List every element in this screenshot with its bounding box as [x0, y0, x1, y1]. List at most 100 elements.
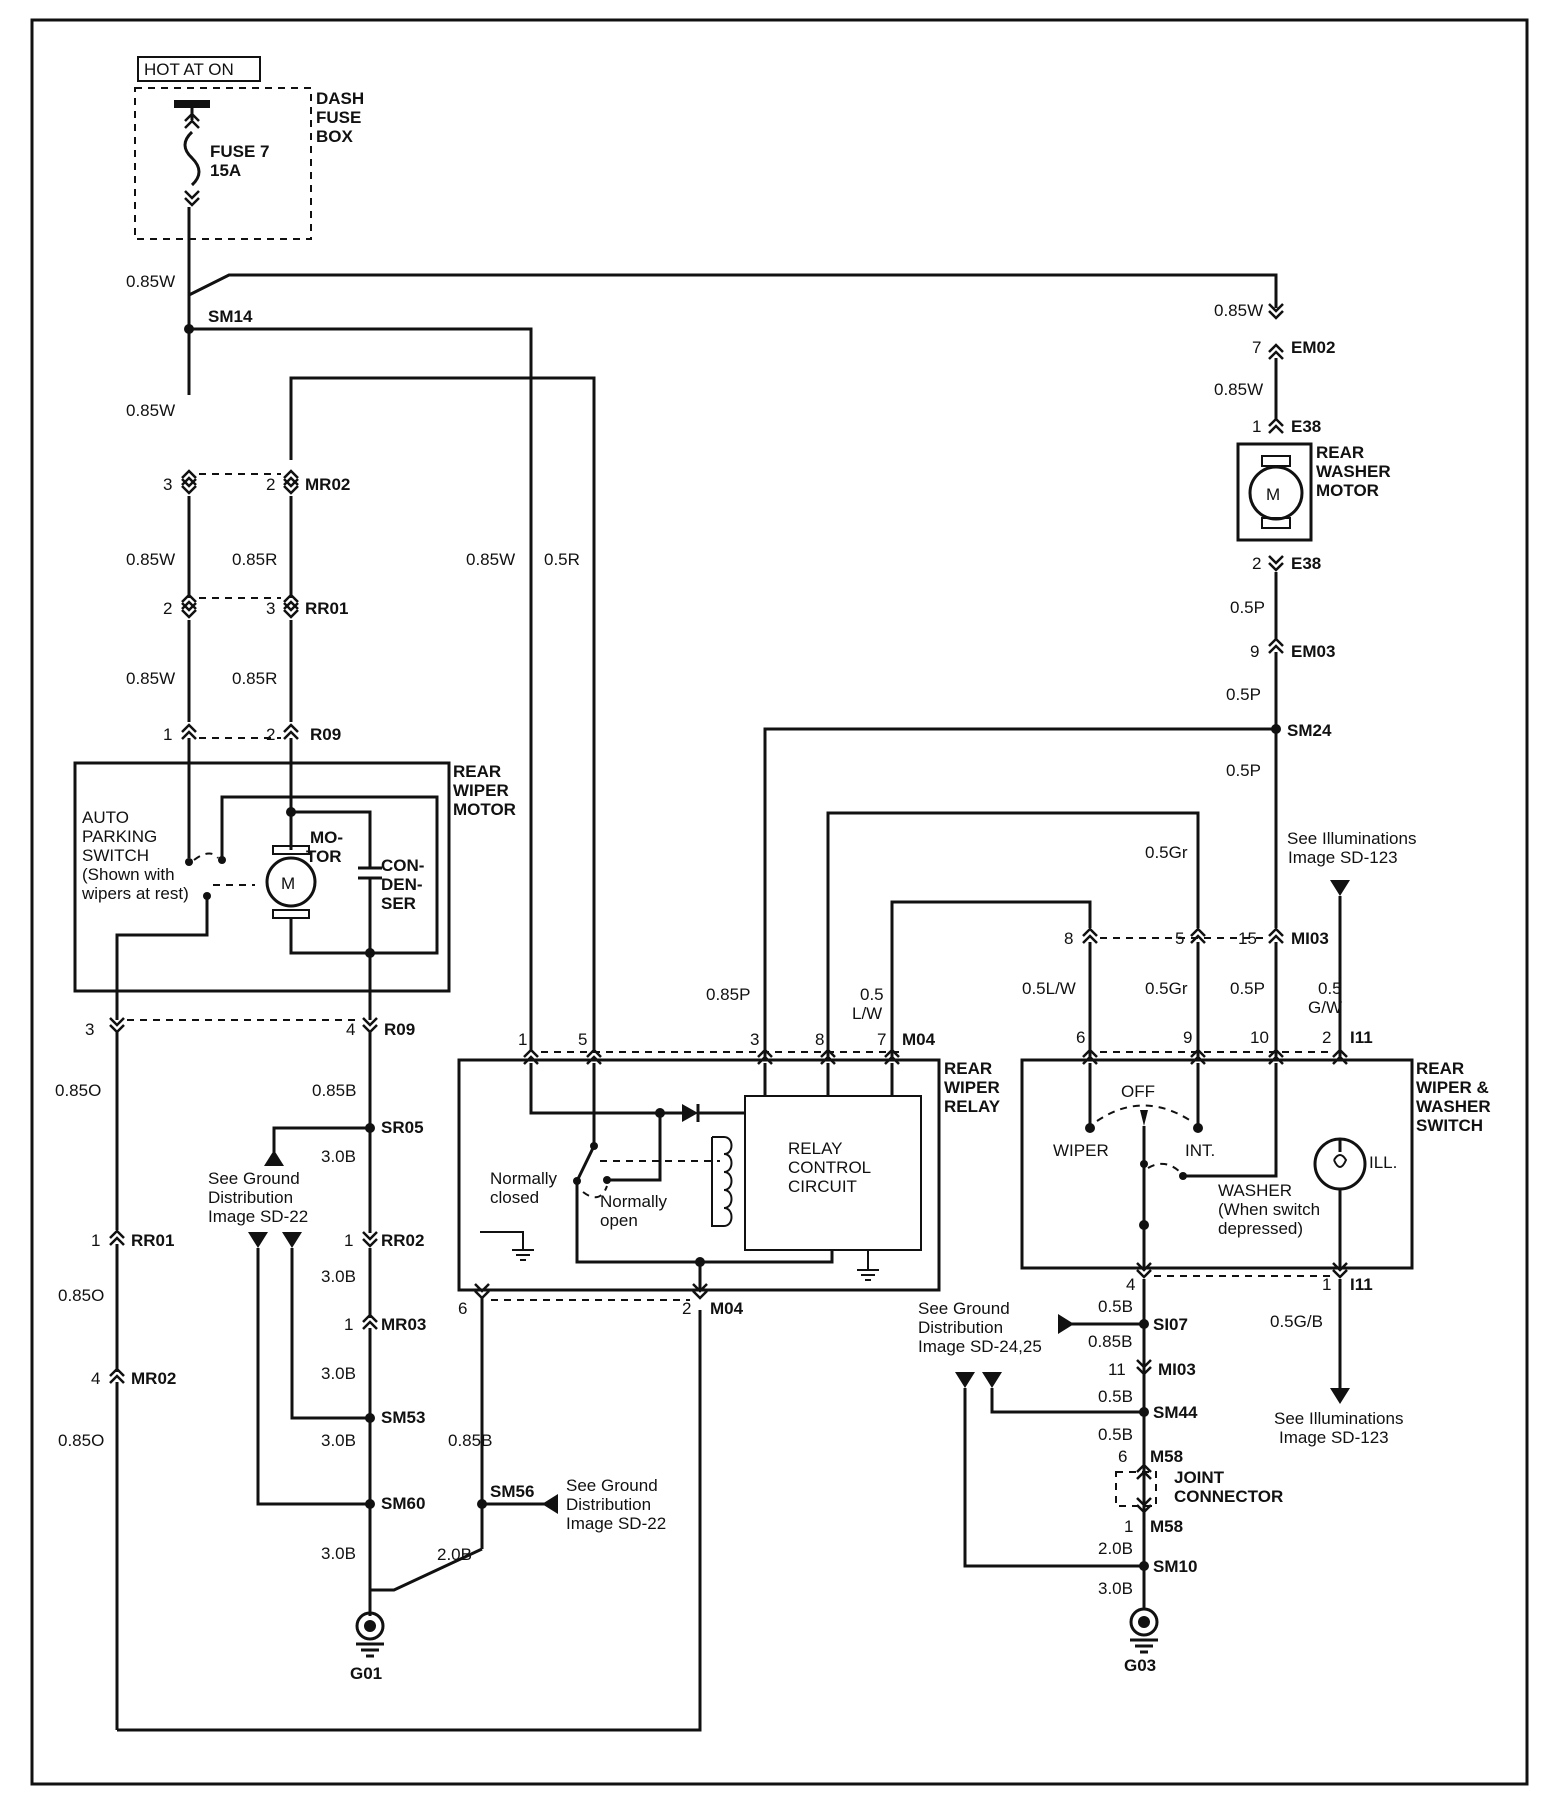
connector-sm60: SM60	[381, 1494, 425, 1513]
hot-at-on-box	[137, 56, 261, 82]
wire-or-pin-label: 0.85B	[1088, 1332, 1132, 1351]
wire-or-pin-label: M	[1266, 485, 1280, 504]
rear-wiper-washer-switch-box	[1020, 1058, 1414, 1270]
wire-or-pin-label: 0.5	[1318, 979, 1342, 998]
wire-or-pin-label: WASHER	[1316, 462, 1391, 481]
wire-or-pin-label: 11	[1108, 1360, 1126, 1379]
connector-sm53: SM53	[381, 1408, 425, 1427]
wire-or-pin-label: 6	[1118, 1447, 1127, 1466]
connector-e38-bottom: E38	[1291, 554, 1321, 573]
wire-or-pin-label: MOTOR	[1316, 481, 1379, 500]
wire-or-pin-label: 3	[750, 1030, 759, 1049]
connector-em03: EM03	[1291, 642, 1335, 661]
wire-or-pin-label: 0.5B	[1098, 1297, 1133, 1316]
wire-or-pin-label: 0.5B	[1098, 1425, 1133, 1444]
connector-si07: SI07	[1153, 1315, 1188, 1334]
wire-or-pin-label: WASHER	[1416, 1097, 1491, 1116]
wire-or-pin-label: REAR	[1316, 443, 1364, 462]
wire-or-pin-label: 0.85W	[1214, 380, 1263, 399]
fuse-rating: 15A	[210, 161, 241, 180]
wire-or-pin-label: CIRCUIT	[788, 1177, 857, 1196]
wire-or-pin-label: MOTOR	[453, 800, 516, 819]
wire-or-pin-label: 5	[578, 1030, 587, 1049]
joint-connector	[1115, 1471, 1157, 1507]
wire-or-pin-label: SWITCH	[82, 846, 149, 865]
wire-or-pin-label: 0.85B	[448, 1431, 492, 1450]
ground-g03: G03	[1124, 1656, 1156, 1675]
wire-or-pin-label: 0.85W	[126, 401, 175, 420]
wire-or-pin-label: 1	[344, 1315, 353, 1334]
wire-or-pin-label: L/W	[852, 1004, 882, 1023]
wire-or-pin-label: WASHER	[1218, 1181, 1292, 1200]
wire-or-pin-label: 10	[1250, 1028, 1269, 1047]
wire-or-pin-label: See Illuminations	[1274, 1409, 1403, 1428]
wire-or-pin-label: Image SD-22	[566, 1514, 666, 1533]
wire-or-pin-label: WIPER	[453, 781, 509, 800]
wire-or-pin-label: wipers at rest)	[81, 884, 189, 903]
wire-or-pin-label: 0.85O	[58, 1431, 104, 1450]
wire-or-pin-label: 9	[1250, 642, 1259, 661]
wire-or-pin-label: 8	[1064, 929, 1073, 948]
washer-motor-symbol	[1248, 465, 1304, 521]
connector-mr02-lower: MR02	[131, 1369, 176, 1388]
wire-or-pin-label: 0.5G/B	[1270, 1312, 1323, 1331]
wire-or-pin-label: 0.5Gr	[1145, 979, 1188, 998]
wire-or-pin-label: Image SD-24,25	[918, 1337, 1042, 1356]
wire-or-pin-label: 5	[1175, 929, 1184, 948]
wire-or-pin-label: See Ground	[208, 1169, 300, 1188]
wire-or-pin-label: 1	[1124, 1517, 1133, 1536]
wire-or-pin-label: 2	[266, 725, 275, 744]
wire-or-pin-label: G/W	[1308, 998, 1342, 1017]
diagram-frame	[30, 18, 1529, 1786]
wire-or-pin-label: 1	[91, 1231, 100, 1250]
wire-or-pin-label: WIPER	[944, 1078, 1000, 1097]
wire-or-pin-label: CON-	[381, 856, 424, 875]
fuse-box-label-2: FUSE	[316, 108, 361, 127]
wire-or-pin-label: SER	[381, 894, 416, 913]
wire-or-pin-label: 0.5B	[1098, 1387, 1133, 1406]
wire-or-pin-label: 0.5Gr	[1145, 843, 1188, 862]
wire-or-pin-label: M	[281, 874, 295, 893]
connector-sm44: SM44	[1153, 1403, 1198, 1422]
relay-control-circuit	[744, 1095, 922, 1251]
wire-or-pin-label: 7	[1252, 338, 1261, 357]
switch-int-label: INT.	[1185, 1141, 1215, 1160]
connector-rr01-lower: RR01	[131, 1231, 174, 1250]
wire-or-pin-label: 0.85R	[232, 669, 277, 688]
wire-or-pin-label: Distribution	[918, 1318, 1003, 1337]
wire-or-pin-label: 2.0B	[437, 1545, 472, 1564]
wire-or-pin-label: 4	[91, 1369, 100, 1388]
wire-or-pin-label: 0.85R	[232, 550, 277, 569]
wire-or-pin-label: 1	[1322, 1275, 1331, 1294]
wire-or-pin-label: 0.85O	[55, 1081, 101, 1100]
connector-sm10: SM10	[1153, 1557, 1197, 1576]
wire-or-pin-label: 0.85W	[126, 669, 175, 688]
wire-or-pin-label: Image SD-123	[1279, 1428, 1389, 1447]
wire-or-pin-label: 2	[266, 475, 275, 494]
wire-or-pin-label: 0.85B	[312, 1081, 356, 1100]
wire-or-pin-label: 3.0B	[321, 1364, 356, 1383]
wire-or-pin-label: 1	[344, 1231, 353, 1250]
wire-or-pin-label: 1	[1252, 417, 1261, 436]
connector-r09-bottom: R09	[384, 1020, 415, 1039]
wire-or-pin-label: RELAY	[788, 1139, 843, 1158]
connector-sm56: SM56	[490, 1482, 534, 1501]
wire-or-pin-label: See Ground	[566, 1476, 658, 1495]
ground-g01-symbol	[355, 1611, 385, 1641]
connector-mi03: MI03	[1291, 929, 1329, 948]
wire-or-pin-label: 2	[163, 599, 172, 618]
wire-or-pin-label: 3.0B	[321, 1431, 356, 1450]
connector-i11-top: I11	[1350, 1028, 1373, 1047]
wire-or-pin-label: JOINT	[1174, 1468, 1225, 1487]
wire-or-pin-label: 1	[163, 725, 172, 744]
connector-rr01: RR01	[305, 599, 348, 618]
wire-or-pin-label: MO-	[310, 828, 343, 847]
wire-or-pin-label: OFF	[1121, 1082, 1155, 1101]
wire-or-pin-label: 3.0B	[321, 1267, 356, 1286]
wire-or-pin-label: See Illuminations	[1287, 829, 1416, 848]
wire-or-pin-label: 6	[1076, 1028, 1085, 1047]
connector-sm14: SM14	[208, 307, 253, 326]
wire-or-pin-label: 0.5R	[544, 550, 580, 569]
connector-sr05: SR05	[381, 1118, 424, 1137]
